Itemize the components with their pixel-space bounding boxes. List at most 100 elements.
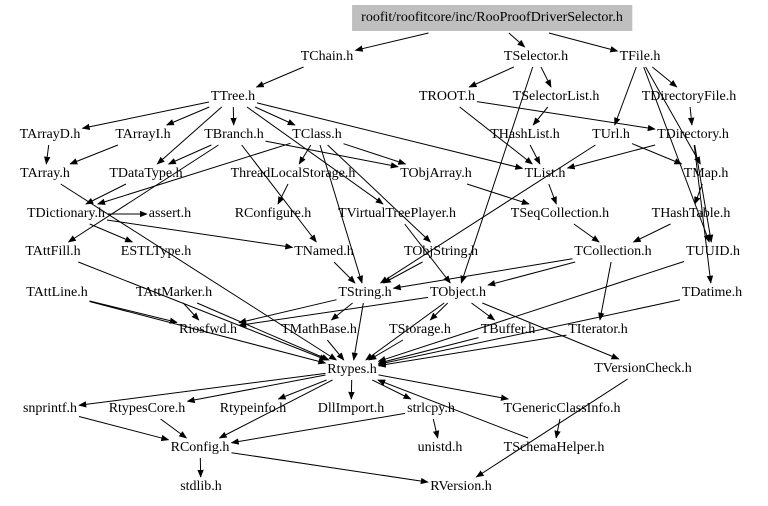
edge-tcollection-to-tobject [487,261,576,287]
edge-rtypes-to-tgenericclassinfo [378,374,509,401]
node-root: roofit/roofitcore/inc/RooProofDriverSele… [352,5,632,31]
edge-tlist-to-tseqcollection [548,183,557,205]
node-turl: TUrl.h [592,127,630,142]
edge-tchain-to-ttree [255,66,304,88]
edge-tvirtualtreeplayer-to-tobject [404,223,451,284]
edge-tbranch-to-tobjarray [265,140,399,169]
edge-tclass-to-threadlocalstorage [298,144,312,165]
edge-rtypes-to-strlcpy [372,379,412,400]
node-tcollection: TCollection.h [574,244,652,259]
edge-tdictionary-to-tnamed [106,219,294,250]
edge-tversioncheck-to-rversion [475,378,628,478]
edge-tobject-to-tstorage [429,302,449,321]
edge-strlcpy-to-rconfig [230,412,406,445]
edge-troot-to-tlist [459,106,533,165]
edge-ttree-to-tvirtualtreeplayer [246,106,384,205]
edge-tmap-to-thashtable [694,183,703,205]
node-tclass: TClass.h [292,127,342,142]
edge-tclass-to-tstring [319,144,363,284]
edge-turl-to-tstring [379,144,596,284]
edge-tstorage-to-rtypes [368,339,404,361]
node-tdatatype: TDataType.h [109,166,183,181]
node-tfile: TFile.h [619,49,661,64]
edge-tclass-to-tdictionary [97,142,291,205]
edge-tobject-to-tbuffer [471,302,496,321]
node-rtypes: Rtypes.h [327,362,377,377]
edge-ttree-to-tdatatype [156,106,223,165]
edge-rconfig-to-rversion [231,452,429,485]
node-rconfig: RConfig.h [170,440,230,455]
node-tstring: TString.h [338,285,392,300]
node-tmap: TMap.h [683,166,729,181]
node-troot: TROOT.h [418,89,476,104]
node-strlcpy: strlcpy.h [407,401,455,416]
edge-tseqcollection-to-tcollection [573,223,600,243]
edge-tdictionary-to-estltype [89,223,134,243]
edge-tbuffer-to-rtypes [377,337,479,365]
node-stdlib: stdlib.h [180,479,222,494]
node-tattmarker: TAttMarker.h [135,285,213,300]
edge-tbranch-to-tdatatype [167,144,212,165]
edge-tobjarray-to-tseqcollection [466,183,530,205]
node-tdictionary: TDictionary.h [26,206,106,221]
edge-root-to-tfile [548,32,619,53]
edge-snprintf-to-rconfig [78,416,170,442]
node-tobjarray: TObjArray.h [400,166,472,181]
node-unistd: unistd.h [417,440,463,455]
node-ttree: TTree.h [210,89,256,104]
node-tmathbase: TMathBase.h [281,322,357,337]
edge-ttree-to-tclass [254,106,296,126]
edge-tarray-to-rtypes [60,183,337,361]
edge-rtypes-to-rtypescore [186,374,326,404]
edge-turl-to-tmap [631,143,683,165]
node-tstorage: TStorage.h [389,322,451,337]
node-snprintf: snprintf.h [22,401,78,416]
edge-tstring-to-tmathbase [330,302,353,321]
node-rtypescore: RtypesCore.h [108,401,186,416]
node-tattfill: TAttFill.h [25,244,81,259]
edge-tobjstring-to-tstring [382,261,423,284]
node-rversion: RVersion.h [430,479,492,494]
edge-rtypes-to-rtypeinfo [277,379,327,400]
node-titerator: TIterator.h [568,322,628,337]
node-tversioncheck: TVersionCheck.h [594,361,692,376]
edge-tgenericclassinfo-to-tschemahelper [554,418,561,439]
node-thashtable: THashTable.h [651,206,731,221]
node-thashlist: THashList.h [490,127,560,142]
edge-tdatime-to-rtypes [377,299,681,366]
node-tattline: TAttLine.h [26,285,88,300]
node-tdirectory: TDirectory.h [657,127,729,142]
edge-tobject-to-rtypes [365,302,445,361]
edge-tbranch-to-tnamed [241,144,317,243]
edge-tfile-to-tuuid [643,66,710,243]
node-rconfigure: RConfigure.h [234,206,312,221]
node-estltype: ESTLType.h [120,244,192,259]
edge-tattline-to-rtypes [89,301,327,365]
edge-ttree-to-tlist [256,102,524,170]
node-tdirectoryfile: TDirectoryFile.h [641,89,737,104]
edge-tcollection-to-tstring [392,258,573,291]
edge-tclass-to-tobjstring [327,144,431,243]
edge-tdirectory-to-tlist [566,144,656,170]
node-tschemahelper: TSchemaHelper.h [503,440,605,455]
edge-tstring-to-rtypes [351,302,364,361]
edge-thashtable-to-tcollection [632,223,671,243]
node-tlist: TList.h [524,166,566,181]
edge-tfile-to-tmap [645,66,701,165]
node-tarrayd: TArrayD.h [19,127,81,142]
node-threadlocalstorage: ThreadLocalStorage.h [230,166,356,181]
edge-tattfill-to-rtypes [78,261,328,361]
edge-tobject-to-tversioncheck [482,302,620,360]
node-tbuffer: TBuffer.h [480,322,536,337]
edge-tcollection-to-titerator [598,261,612,321]
edge-rtypes-to-snprintf [78,372,326,408]
edge-tdirectory-to-tuuid [694,144,714,243]
edge-tselector-to-troot [468,66,515,88]
edge-tdirectoryfile-to-tdirectory [687,106,695,126]
edge-tclass-to-tobjarray [343,143,407,165]
edge-tbranch-to-tattfill [67,144,219,243]
edge-titerator-to-rtypes [377,334,567,368]
edge-tarrayd-to-tarray [44,144,51,165]
edge-tfile-to-tdirectoryfile [651,66,678,88]
